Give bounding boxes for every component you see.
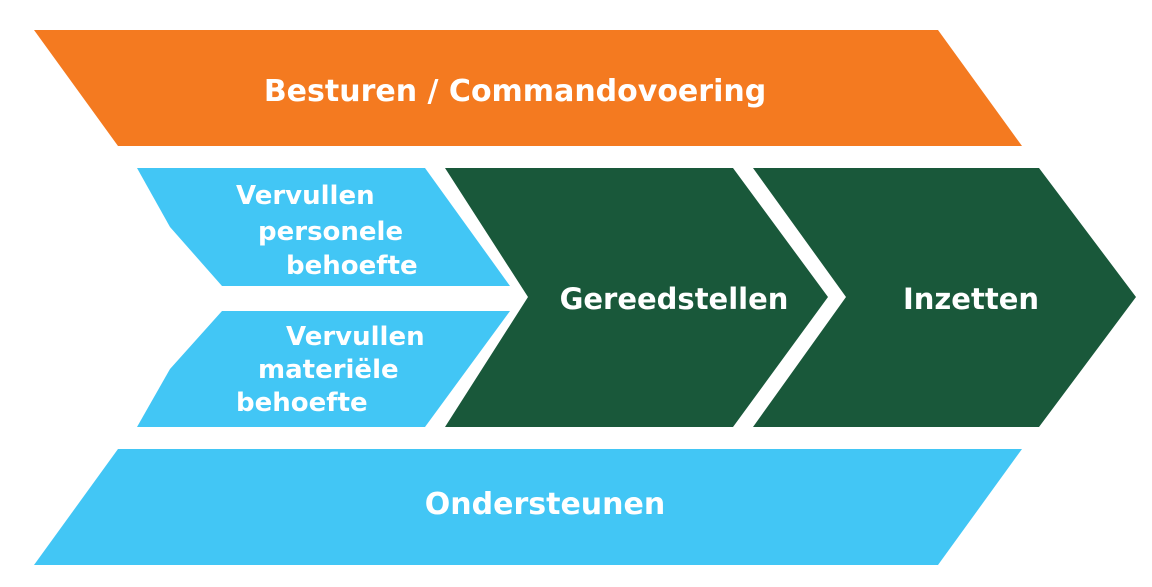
- gereedstellen-block: Gereedstellen: [445, 168, 828, 427]
- gereedstellen-shape: [445, 168, 828, 427]
- personeel-line-3: behoefte: [286, 251, 418, 281]
- inzetten-shape: [753, 168, 1136, 427]
- personeel-line-1: Vervullen: [236, 181, 375, 211]
- inzetten-block: Inzetten: [753, 168, 1136, 427]
- besturen-block: Besturen / Commandovoering: [34, 30, 1022, 146]
- personeel-line-2: personele: [258, 217, 403, 247]
- ondersteunen-block: Ondersteunen: [34, 449, 1022, 565]
- inzetten-label: Inzetten: [903, 282, 1039, 316]
- materieel-shape: [137, 311, 510, 427]
- besturen-shape: [34, 30, 1022, 146]
- personeel-block: Vervullen personele behoefte: [137, 168, 510, 286]
- besturen-label: Besturen / Commandovoering: [264, 74, 766, 109]
- ondersteunen-label: Ondersteunen: [425, 487, 665, 522]
- ondersteunen-shape: [34, 449, 1022, 565]
- personeel-shape: [137, 168, 510, 286]
- materieel-line-3: behoefte: [236, 388, 368, 418]
- materieel-line-1: Vervullen: [286, 322, 425, 352]
- gereedstellen-label: Gereedstellen: [560, 282, 789, 316]
- materieel-block: Vervullen materiële behoefte: [137, 311, 510, 427]
- materieel-line-2: materiële: [258, 355, 399, 385]
